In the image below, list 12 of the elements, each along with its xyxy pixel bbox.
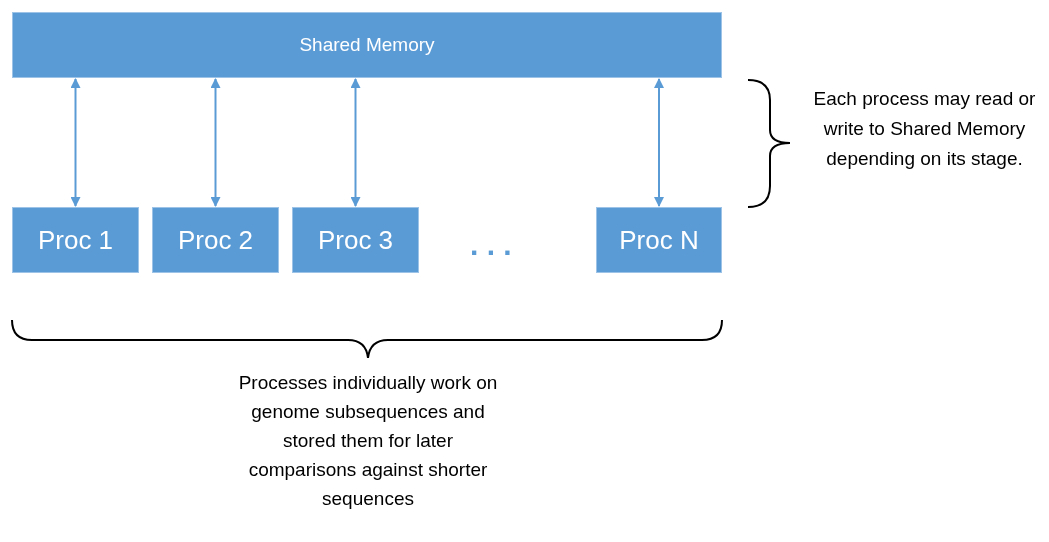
process-box: Proc 2 <box>152 207 279 273</box>
process-box: Proc 3 <box>292 207 419 273</box>
annotation-text: Each process may read or write to Shared Memory depending on its stage. <box>812 87 1037 171</box>
double-arrow <box>70 78 81 207</box>
ellipsis: . . . <box>470 227 512 263</box>
process-box: Proc 1 <box>12 207 139 273</box>
process-box: Shared Memory <box>12 12 722 78</box>
double-arrow <box>350 78 361 207</box>
annotation-text: Processes individually work on genome subsequences and stored them for later comparisons against shorter sequences <box>238 371 498 511</box>
double-arrow <box>654 78 664 207</box>
process-box: Proc N <box>596 207 722 273</box>
double-arrow <box>210 78 221 207</box>
